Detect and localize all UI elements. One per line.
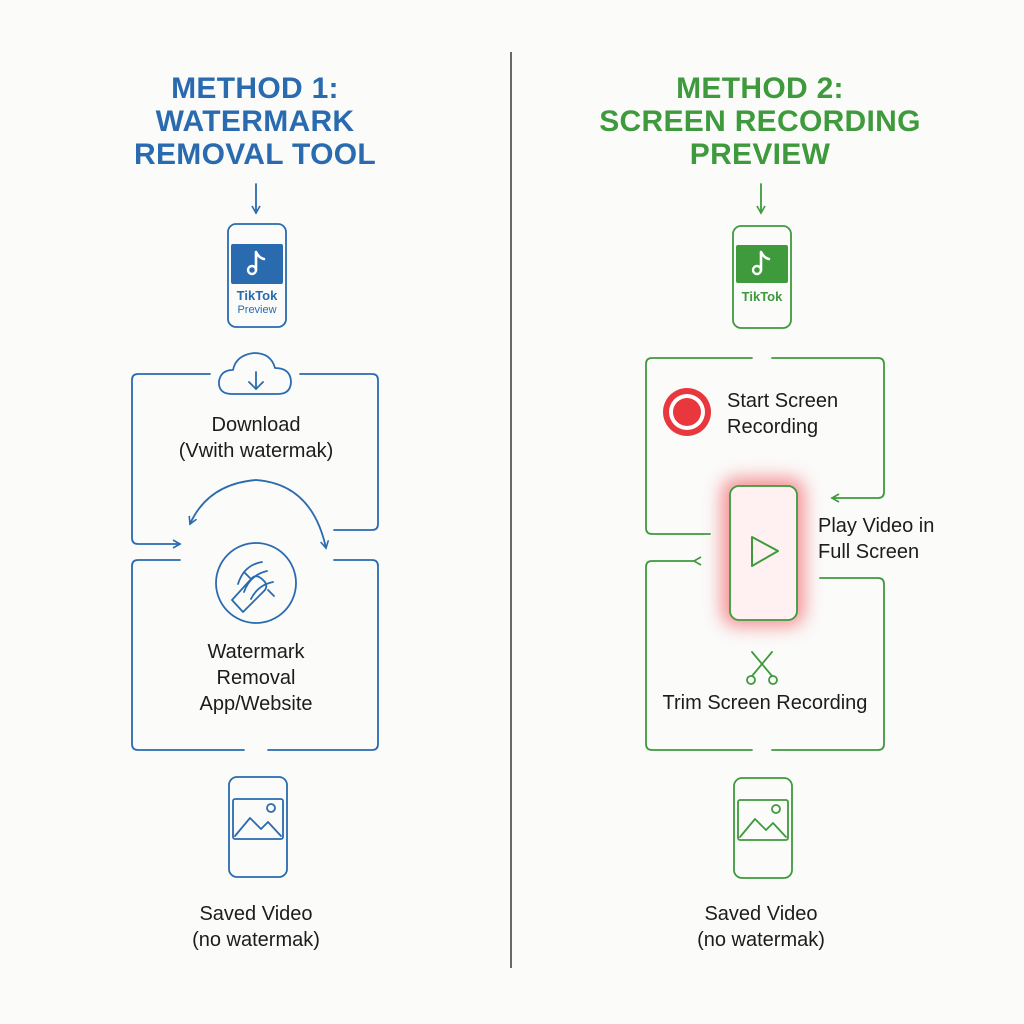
m2-record-label: Start Screen Recording [727, 388, 838, 440]
m2-record-line1: Start Screen [727, 390, 839, 412]
play-icon [751, 536, 779, 567]
method2-title-line1: METHOD 2: [676, 72, 844, 105]
m1-saved-phone-icon [228, 776, 288, 878]
method1-title: METHOD 1: WATERMARK REMOVAL TOOL [100, 72, 410, 171]
m2-play-line2: Full Screen [818, 541, 920, 563]
m1-phone-sub: Preview [237, 304, 277, 316]
m1-saved-line1: Saved Video [199, 903, 313, 925]
m1-download-line1: Download [211, 414, 301, 436]
m2-saved-line2: (no watermak) [697, 929, 825, 951]
m2-phone-app-name: TikTok [741, 289, 783, 304]
m2-phone-label: TikTok [733, 289, 791, 304]
m1-removal-line1: Watermark [207, 641, 305, 663]
m1-cycle-arrow-right [255, 479, 330, 550]
m1-cycle-arrow-left [188, 479, 257, 526]
watermark-removal-icon [215, 542, 297, 624]
method2-title: METHOD 2: SCREEN RECORDING PREVIEW [585, 72, 935, 171]
method1-title-line3: REMOVAL TOOL [134, 138, 376, 171]
play-video-phone-icon [722, 478, 804, 626]
m1-tiktok-phone-icon [227, 223, 287, 328]
m2-saved-label: Saved Video (no watermak) [651, 901, 871, 953]
m1-removal-label: Watermark Removal App/Website [146, 639, 366, 717]
method1-title-line2: WATERMARK [155, 105, 355, 138]
m1-removal-line2: Removal [216, 667, 296, 689]
m2-trim-label: Trim Screen Recording [640, 690, 890, 716]
m2-play-label: Play Video in Full Screen [818, 513, 934, 565]
m1-download-box [131, 373, 379, 549]
m2-tiktok-phone-icon [732, 225, 792, 329]
record-button-icon [663, 388, 711, 436]
m1-download-line2: (Vwith watermak) [178, 440, 334, 462]
m1-saved-line2: (no watermak) [192, 929, 320, 951]
method1-title-line1: METHOD 1: [171, 72, 339, 105]
m1-download-label: Download (Vwith watermak) [146, 412, 366, 464]
cloud-download-icon [218, 352, 292, 395]
scissors-icon [746, 651, 778, 685]
m1-phone-label: TikTok Preview [228, 288, 286, 317]
m2-record-line2: Recording [727, 416, 819, 438]
m2-trim-line: Trim Screen Recording [662, 692, 868, 714]
m1-phone-app-name: TikTok [236, 288, 278, 303]
m2-record-box [645, 357, 885, 535]
m2-trim-box [645, 556, 885, 751]
m2-saved-phone-icon [733, 777, 793, 879]
m2-saved-line1: Saved Video [704, 903, 818, 925]
m1-removal-line3: App/Website [199, 693, 313, 715]
method2-title-line3: PREVIEW [689, 138, 831, 171]
m1-saved-label: Saved Video (no watermak) [146, 901, 366, 953]
m2-play-line1: Play Video in [818, 515, 935, 537]
m1-removal-box [131, 559, 379, 751]
method2-title-line2: SCREEN RECORDING [599, 105, 921, 138]
